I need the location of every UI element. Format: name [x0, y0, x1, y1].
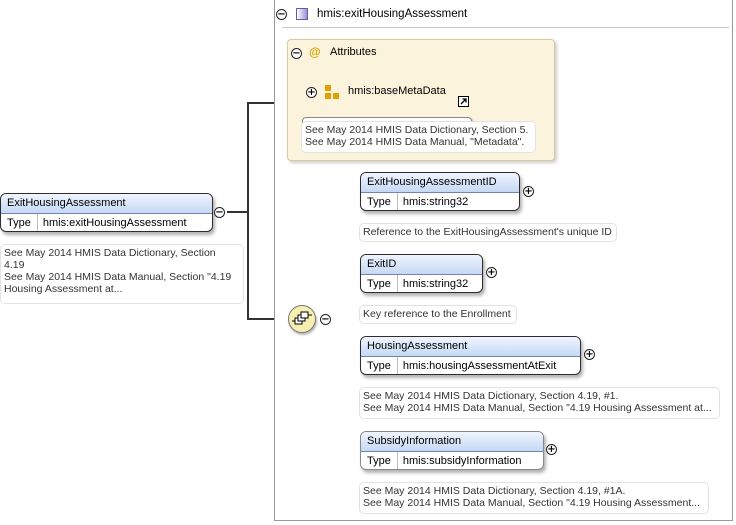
element-title: ExitID [361, 255, 482, 275]
element-documentation: See May 2014 HMIS Data Dictionary, Secti… [359, 482, 709, 514]
element-title: SubsidyInformation [361, 432, 543, 452]
plus-circle-icon[interactable]: + [486, 267, 497, 278]
complex-type-title: hmis:exitHousingAssessment [317, 8, 468, 20]
minus-circle-icon[interactable]: − [291, 48, 302, 59]
attribute-group-icon [325, 85, 339, 99]
element-node-exithousingassessmentid[interactable]: ExitHousingAssessmentID Type hmis:string… [360, 172, 520, 211]
element-title: HousingAssessment [361, 337, 580, 357]
element-type-row: Type hmis:string32 [361, 275, 482, 292]
root-documentation: See May 2014 HMIS Data Dictionary, Secti… [0, 244, 244, 304]
root-element-type-row: Type hmis:exitHousingAssessment [1, 214, 212, 231]
reference-arrow-icon [458, 96, 469, 107]
element-documentation: Reference to the ExitHousingAssessment's… [359, 223, 617, 242]
root-element-title: ExitHousingAssessment [1, 194, 212, 214]
element-node-housingassessment[interactable]: HousingAssessment Type hmis:housingAsses… [360, 336, 581, 375]
attributes-documentation: See May 2014 HMIS Data Dictionary, Secti… [301, 121, 536, 153]
root-to-sequence-connector [227, 211, 288, 320]
element-type-row: Type hmis:subsidyInformation [361, 452, 543, 469]
root-element-node[interactable]: ExitHousingAssessment Type hmis:exitHous… [0, 193, 213, 232]
minus-circle-icon[interactable]: − [214, 207, 225, 218]
complex-type-header: − hmis:exitHousingAssessment [276, 4, 467, 24]
root-type-value: hmis:exitHousingAssessment [42, 217, 187, 229]
element-type-row: Type hmis:string32 [361, 193, 519, 210]
element-title: ExitHousingAssessmentID [361, 173, 519, 193]
minus-circle-icon[interactable]: − [320, 314, 331, 325]
minus-circle-icon[interactable]: − [276, 8, 287, 20]
element-documentation: Key reference to the Enrollment [359, 305, 517, 324]
plus-circle-icon[interactable]: + [306, 87, 317, 98]
plus-circle-icon[interactable]: + [546, 444, 557, 455]
sequence-compositor-icon[interactable] [288, 305, 316, 333]
plus-circle-icon[interactable]: + [523, 186, 534, 197]
at-sign-icon: @ [309, 45, 321, 59]
element-documentation: See May 2014 HMIS Data Dictionary, Secti… [359, 387, 720, 419]
attribute-group-name: hmis:baseMetaData [348, 85, 446, 97]
element-type-row: Type hmis:housingAssessmentAtExit [361, 357, 580, 374]
attributes-label: Attributes [330, 46, 377, 58]
complex-type-icon [296, 8, 308, 20]
root-type-key: Type [1, 214, 38, 231]
complex-type-divider [282, 27, 729, 28]
element-node-exitid[interactable]: ExitID Type hmis:string32 [360, 254, 483, 293]
plus-circle-icon[interactable]: + [584, 349, 595, 360]
element-node-subsidyinformation[interactable]: SubsidyInformation Type hmis:subsidyInfo… [360, 431, 544, 470]
